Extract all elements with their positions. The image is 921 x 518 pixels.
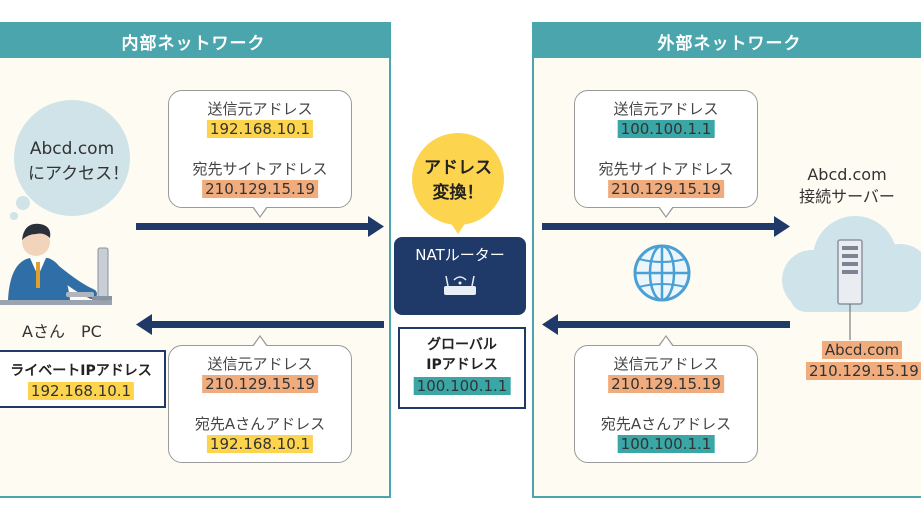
globe-icon (633, 244, 691, 302)
destination-site-address-value: 210.129.15.19 (202, 180, 318, 198)
arrow-internal-to-router (136, 216, 384, 237)
address-translation-speech-icon (412, 133, 504, 234)
arrow-router-to-internal (136, 314, 384, 335)
server-address-label: Abcd.com 210.129.15.19 (806, 340, 921, 382)
global-ip-title-line-1: グローバル (427, 337, 497, 353)
speech-line-2: 変換！ (432, 183, 484, 203)
server-ip: 210.129.15.19 (806, 362, 921, 380)
internal-outbound-packet-bubble: 送信元アドレス 192.168.10.1 宛先サイトアドレス 210.129.1… (168, 90, 352, 208)
person-at-pc-icon (0, 223, 112, 305)
server-caption: Abcd.com 接続サーバー (782, 164, 912, 208)
destination-site-address-label: 宛先サイトアドレス (192, 160, 328, 178)
destination-site-address-label: 宛先サイトアドレス (598, 160, 734, 178)
source-address-label: 送信元アドレス (207, 355, 313, 373)
address-translation-text: アドレス 変換！ (412, 156, 504, 206)
server-name: Abcd.com (821, 341, 903, 359)
destination-site-address-value: 210.129.15.19 (608, 180, 724, 198)
nat-router-box (394, 237, 526, 315)
source-address-value: 210.129.15.19 (608, 375, 724, 393)
private-ip-box: ライベートIPアドレス 192.168.10.1 (0, 350, 166, 408)
destination-user-address-label: 宛先Aさんアドレス (194, 415, 326, 433)
server-caption-line-1: Abcd.com (807, 165, 887, 184)
source-address-label: 送信元アドレス (613, 355, 719, 373)
thought-cloud-icon (10, 100, 130, 220)
thought-line-1: Abcd.com (29, 139, 115, 159)
nat-router-label: NATルーター (415, 246, 505, 264)
global-ip-title-line-2: IPアドレス (426, 357, 498, 373)
arrow-router-to-external (542, 216, 790, 237)
thought-line-2: にアクセス！ (28, 164, 130, 184)
global-ip-value: 100.100.1.1 (413, 377, 511, 395)
speech-line-1: アドレス (424, 158, 492, 178)
server-caption-line-2: 接続サーバー (799, 187, 895, 206)
private-ip-value: 192.168.10.1 (27, 382, 135, 400)
internal-network-header: 内部ネットワーク (0, 24, 389, 58)
destination-user-address-value: 192.168.10.1 (206, 435, 314, 453)
global-ip-title: グローバル IPアドレス (400, 335, 524, 375)
thought-text: Abcd.com にアクセス！ (28, 137, 130, 187)
external-inbound-packet-bubble: 送信元アドレス 210.129.15.19 宛先Aさんアドレス 100.100.… (574, 345, 758, 463)
source-address-value: 192.168.10.1 (206, 120, 314, 138)
source-address-label: 送信元アドレス (207, 100, 313, 118)
source-address-value: 100.100.1.1 (617, 120, 715, 138)
destination-user-address-label: 宛先Aさんアドレス (600, 415, 732, 433)
internal-inbound-packet-bubble: 送信元アドレス 210.129.15.19 宛先Aさんアドレス 192.168.… (168, 345, 352, 463)
global-ip-box: グローバル IPアドレス 100.100.1.1 (398, 327, 526, 409)
pc-label: Aさん PC (22, 322, 102, 341)
server-icon (837, 239, 863, 340)
arrow-external-to-router (542, 314, 790, 335)
external-network-header: 外部ネットワーク (534, 24, 921, 58)
source-address-label: 送信元アドレス (613, 100, 719, 118)
source-address-value: 210.129.15.19 (202, 375, 318, 393)
private-ip-title: ライベートIPアドレス (10, 363, 152, 379)
destination-user-address-value: 100.100.1.1 (617, 435, 715, 453)
external-outbound-packet-bubble: 送信元アドレス 100.100.1.1 宛先サイトアドレス 210.129.15… (574, 90, 758, 208)
